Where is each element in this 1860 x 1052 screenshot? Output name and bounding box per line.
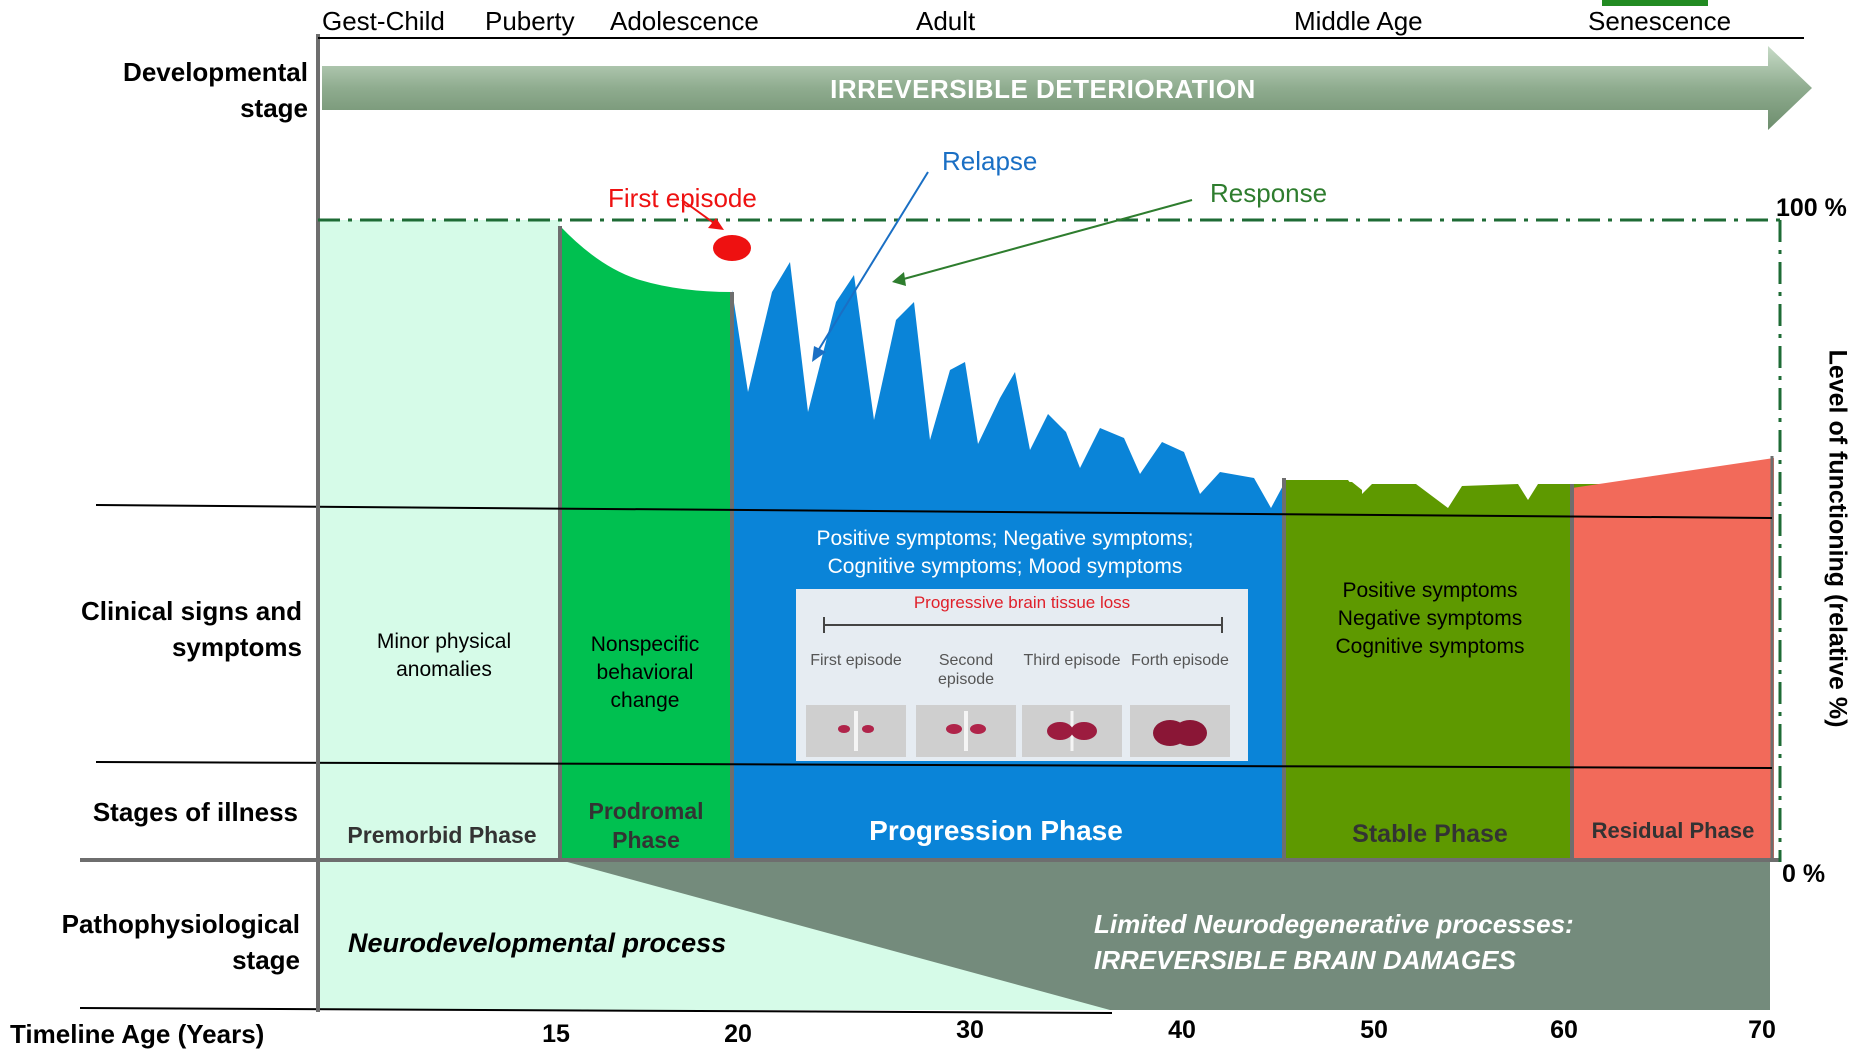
phase-premorbid: Premorbid Phase — [347, 822, 537, 848]
timeline-tick-30: 30 — [956, 1016, 984, 1044]
row-label-timeline: Timeline Age (Years) — [10, 1019, 265, 1049]
first-episode-arrowhead — [708, 218, 724, 230]
row-separator-stages — [95, 761, 1773, 769]
row-separator-timeline — [79, 1007, 1113, 1014]
row-separator-clinical — [95, 504, 1773, 519]
inset-episode-1: First episode — [810, 652, 902, 669]
brain-tissue-loss-inset: Progressive brain tissue loss First epis… — [796, 589, 1248, 761]
senescence-marker — [1602, 0, 1708, 6]
first-episode-marker — [713, 235, 751, 261]
brain-scan-2 — [916, 705, 1016, 757]
timeline-tick-20: 20 — [724, 1020, 752, 1048]
phase-stable: Stable Phase — [1352, 820, 1508, 848]
timeline-tick-40: 40 — [1168, 1016, 1196, 1044]
inset-episode-3: Third episode — [1023, 652, 1121, 669]
brain-scan-1 — [806, 705, 906, 757]
stage-puberty: Puberty — [485, 6, 575, 36]
relapse-arrow — [815, 171, 929, 355]
timeline-tick-70: 70 — [1748, 1016, 1776, 1044]
first-episode-label: First episode — [608, 183, 757, 213]
inset-episode-4: Forth episode — [1131, 652, 1229, 669]
response-arrowhead — [892, 272, 906, 286]
phase-progression: Progression Phase — [869, 815, 1123, 846]
response-arrow — [899, 199, 1193, 281]
relapse-label: Relapse — [942, 146, 1038, 176]
first-episode-arrow — [681, 199, 719, 227]
timeline-tick-60: 60 — [1550, 1016, 1578, 1044]
irreversible-deterioration-arrow — [322, 46, 1812, 130]
neurodegenerative-label: Limited Neurodegenerative processes:IRRE… — [1094, 909, 1574, 975]
brain-scan-4 — [1130, 705, 1230, 757]
timeline-tick-15: 15 — [542, 1020, 570, 1048]
relapse-arrowhead — [812, 346, 826, 362]
inset-episode-2: Second episode — [937, 652, 995, 688]
stage-middle-age: Middle Age — [1294, 6, 1423, 36]
brain-scan-3 — [1022, 705, 1122, 757]
response-label: Response — [1210, 178, 1328, 208]
stage-gest-child: Gest-Child — [322, 6, 445, 36]
axis-100-percent: 100 % — [1776, 194, 1847, 222]
phase-residual: Residual Phase — [1591, 818, 1755, 843]
premorbid-phase-area — [318, 220, 560, 860]
stage-senescence: Senescence — [1588, 6, 1732, 36]
stage-adult: Adult — [916, 6, 976, 36]
axis-right-label: Level of functioning (relative %) — [1823, 349, 1852, 728]
progression-symptoms: Positive symptoms; Negative symptoms;Cog… — [816, 527, 1194, 578]
arrow-text: IRREVERSIBLE DETERIORATION — [830, 74, 1256, 104]
prodromal-phase-area — [560, 226, 732, 860]
row-label-stages-of-illness: Stages of illness — [92, 797, 298, 827]
inset-range-bar — [823, 617, 1223, 633]
neurodegenerative-wedge — [560, 860, 1770, 1010]
axis-0-percent: 0 % — [1782, 860, 1826, 888]
residual-phase-area — [1572, 458, 1774, 860]
timeline-tick-50: 50 — [1360, 1016, 1388, 1044]
stage-adolescence: Adolescence — [610, 6, 759, 36]
inset-title: Progressive brain tissue loss — [913, 593, 1131, 612]
neurodevelopmental-process-label: Neurodevelopmental process — [348, 928, 727, 958]
